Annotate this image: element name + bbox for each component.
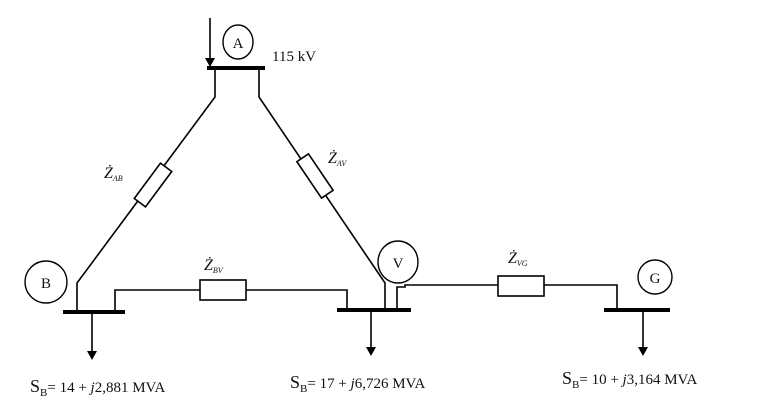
- source-arrow-icon: [205, 58, 215, 67]
- load-b-arrow-icon: [87, 351, 97, 360]
- node-g-circle: [637, 259, 673, 295]
- impedance-vg-label: ŻVG: [508, 249, 528, 268]
- node-a-voltage: 115 kV: [272, 49, 316, 65]
- impedance-ab: [133, 162, 173, 208]
- line-vg: ŻVG: [396, 249, 618, 310]
- node-v: V: [337, 240, 419, 356]
- impedance-bv-label: ŻBV: [204, 256, 224, 275]
- node-a-label: A: [233, 36, 244, 52]
- node-g-label: G: [650, 271, 661, 287]
- load-b-label: SB= 14 + j2,881 MVA: [30, 376, 165, 399]
- node-b: B: [24, 260, 125, 360]
- node-b-label: B: [41, 276, 51, 292]
- node-v-circle: [377, 240, 419, 284]
- impedance-vg: [497, 275, 545, 297]
- impedance-av-label: ŻAV: [328, 149, 347, 168]
- node-g: G: [604, 259, 673, 356]
- impedance-bv: [199, 279, 247, 301]
- line-bv: ŻBV: [114, 256, 348, 310]
- load-g-arrow-icon: [638, 347, 648, 356]
- impedance-ab-label: ŻAB: [104, 164, 123, 183]
- node-a-circle: [222, 24, 254, 60]
- node-b-circle: [24, 260, 68, 304]
- line-ab: ŻAB: [76, 68, 216, 310]
- load-g-label: SB= 10 + j3,164 MVA: [562, 368, 697, 391]
- impedance-av: [295, 152, 335, 200]
- node-a: A 115 kV: [205, 18, 316, 70]
- node-v-label: V: [393, 256, 404, 272]
- load-v-label: SB= 17 + j6,726 MVA: [290, 372, 425, 395]
- load-v-arrow-icon: [366, 347, 376, 356]
- line-av: ŻAV: [258, 68, 386, 310]
